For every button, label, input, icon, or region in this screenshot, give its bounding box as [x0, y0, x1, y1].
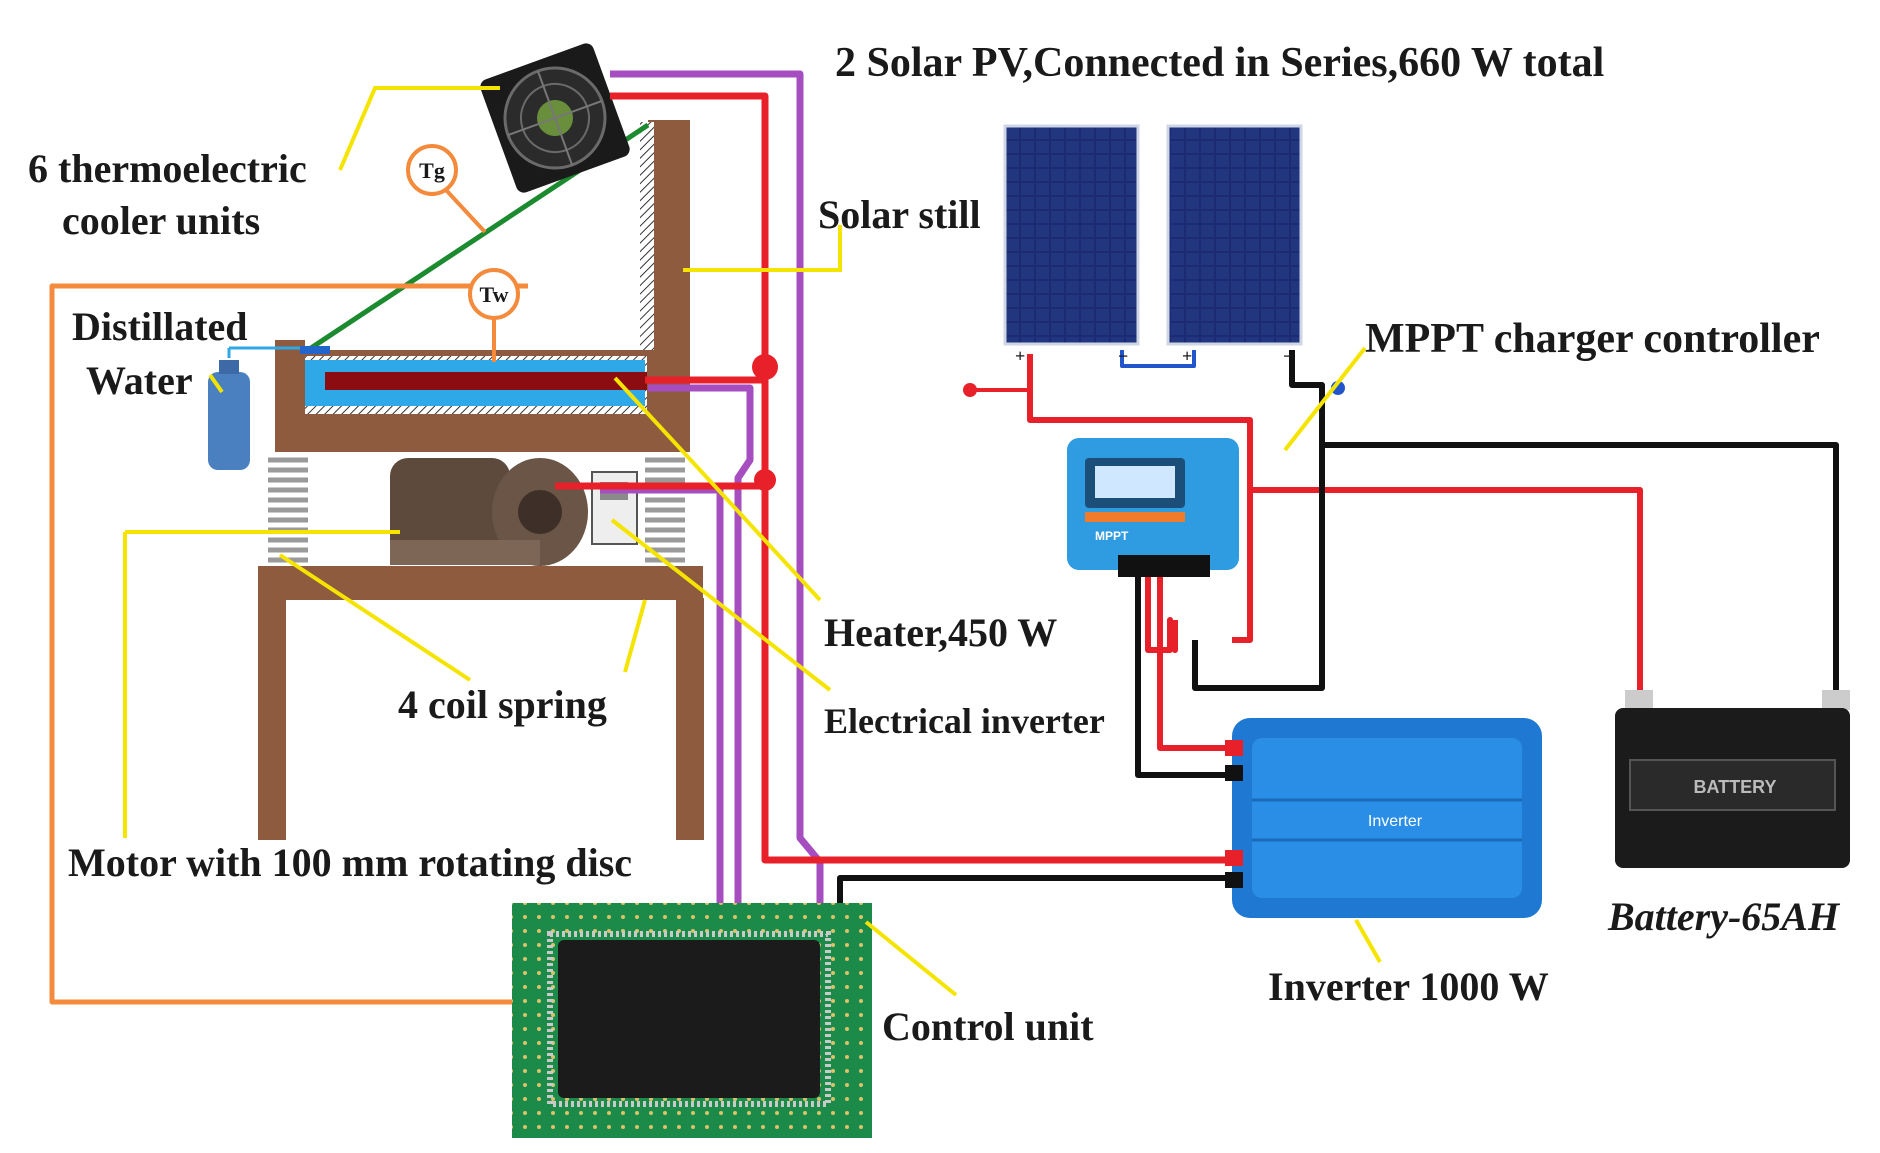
coil-spring-label: 4 coil spring — [398, 682, 607, 727]
inverter-1000w-device: Inverter — [1225, 718, 1542, 918]
motor — [390, 458, 588, 566]
control-unit-pcb — [512, 903, 872, 1138]
red-wire-pv-to-mppt — [1027, 354, 1253, 643]
motor-label: Motor with 100 mm rotating disc — [68, 840, 632, 885]
still-top-connector — [300, 346, 330, 354]
table-top — [258, 566, 703, 600]
black-wire-control — [837, 875, 1230, 905]
distilled-water-bottle — [208, 346, 300, 470]
heater-label: Heater,450 W — [824, 610, 1057, 655]
black-wire-pv-neg — [1289, 350, 1839, 695]
inverter-1000-label: Inverter 1000 W — [1268, 964, 1549, 1009]
solar-still-label: Solar still — [818, 192, 981, 237]
table-leg-right — [676, 598, 704, 840]
leader-lines — [123, 86, 1382, 997]
battery-face-label: BATTERY — [1694, 777, 1777, 797]
distilled-label-line2: Water — [86, 358, 193, 403]
pv-series-link — [1120, 350, 1196, 368]
still-insulation-hatch — [640, 122, 654, 392]
pv-title: 2 Solar PV,Connected in Series,660 W tot… — [835, 40, 1604, 86]
mppt-badge-text: MPPT — [1095, 529, 1129, 543]
control-unit-label: Control unit — [882, 1004, 1094, 1049]
table-leg-left — [258, 598, 286, 840]
black-wire-mppt-neg — [1192, 445, 1325, 691]
solar-panel-right: + − — [1166, 124, 1303, 366]
heater-element — [325, 372, 647, 390]
pv-positive-terminal-icon — [963, 383, 977, 397]
solar-still-assembly — [208, 43, 704, 840]
sensor-tw: Tw — [468, 268, 520, 362]
thermoelectric-cooler-fan — [480, 43, 630, 193]
sensor-tg-label: Tg — [419, 158, 445, 183]
electrical-inverter-label: Electrical inverter — [824, 701, 1105, 741]
battery-label: Battery-65AH — [1607, 894, 1841, 939]
mppt-charge-controller: MPPT — [1067, 438, 1239, 577]
wiring — [49, 70, 1839, 1005]
tec-label-line1: 6 thermoelectric — [28, 146, 307, 191]
sensor-tg: Tg — [406, 144, 487, 234]
svg-text:+: + — [1015, 346, 1025, 366]
red-wire-mppt-inverter — [1145, 565, 1230, 751]
coil-spring-right — [645, 457, 685, 563]
mppt-label: MPPT charger controller — [1365, 316, 1820, 362]
svg-text:+: + — [1182, 346, 1192, 366]
svg-text:−: − — [1283, 346, 1293, 366]
coil-spring-left — [268, 457, 308, 563]
svg-text:−: − — [1118, 346, 1128, 366]
inverter-face-label: Inverter — [1368, 813, 1423, 830]
solar-panel-left: + − — [1003, 124, 1140, 366]
orange-sensor-wire — [49, 283, 528, 1005]
purple-wire-1 — [610, 70, 824, 905]
black-wire-inverter-neg — [1135, 570, 1230, 778]
battery-device: BATTERY — [1615, 690, 1850, 868]
tec-label-line2: cooler units — [62, 198, 260, 243]
sensor-tw-label: Tw — [480, 282, 509, 307]
distilled-label-line1: Distillated — [72, 304, 248, 349]
red-wire-mppt-battery — [1250, 487, 1643, 690]
still-left-lip — [275, 340, 305, 450]
